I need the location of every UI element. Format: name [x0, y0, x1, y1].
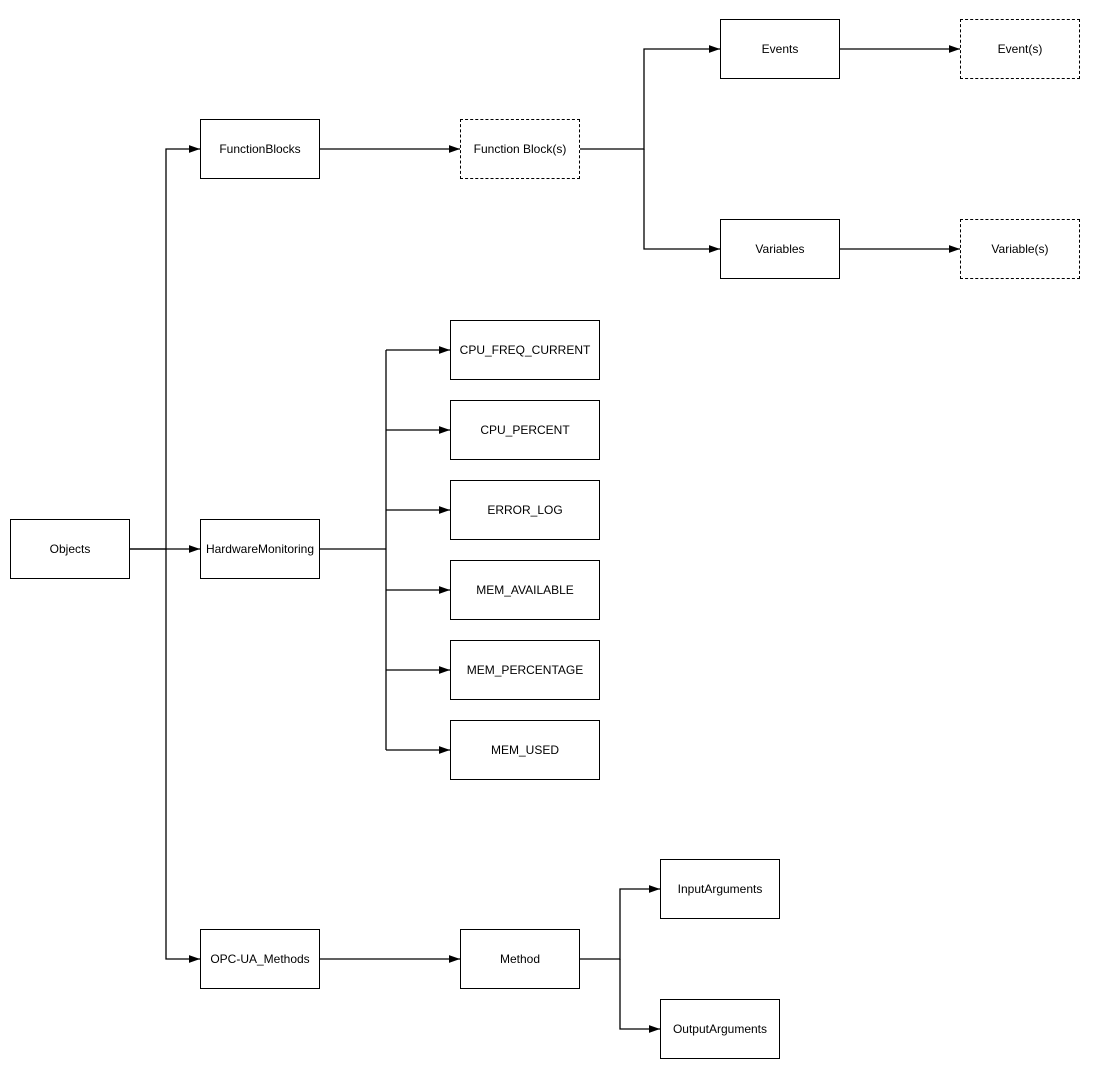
node-cpu-freq-current: CPU_FREQ_CURRENT: [450, 320, 600, 380]
node-label: Variable(s): [991, 241, 1049, 256]
node-input-arguments: InputArguments: [660, 859, 780, 919]
edge-objects-functionblocks: [130, 145, 200, 550]
edge-method-inputarguments: [580, 885, 660, 960]
edge-method-outputarguments: [619, 959, 660, 1033]
node-method: Method: [460, 929, 580, 989]
node-mem-used: MEM_USED: [450, 720, 600, 780]
node-label: OPC-UA_Methods: [210, 951, 310, 966]
node-label: MEM_AVAILABLE: [476, 582, 574, 597]
node-label: CPU_FREQ_CURRENT: [459, 342, 591, 357]
node-events: Events: [720, 19, 840, 79]
node-label: MEM_USED: [490, 742, 559, 757]
node-variables: Variables: [720, 219, 840, 279]
node-cpu-percent: CPU_PERCENT: [450, 400, 600, 460]
node-error-log: ERROR_LOG: [450, 480, 600, 540]
node-event-instance: Event(s): [960, 19, 1080, 79]
node-label: Variables: [755, 241, 805, 256]
node-output-arguments: OutputArguments: [660, 999, 780, 1059]
node-opc-ua-methods: OPC-UA_Methods: [200, 929, 320, 989]
node-label: CPU_PERCENT: [480, 422, 570, 437]
node-label: OutputArguments: [672, 1021, 768, 1036]
node-label: HardwareMonitoring: [205, 541, 315, 556]
edge-functionblock-variables: [643, 149, 720, 253]
node-function-block-instance: Function Block(s): [460, 119, 580, 179]
node-label: Event(s): [997, 41, 1043, 56]
node-variable-instance: Variable(s): [960, 219, 1080, 279]
node-function-blocks: FunctionBlocks: [200, 119, 320, 179]
node-label: Events: [761, 41, 799, 56]
edge-functionblock-events: [580, 45, 720, 150]
node-label: Objects: [49, 541, 91, 556]
node-label: Method: [499, 951, 541, 966]
node-label: ERROR_LOG: [487, 502, 563, 517]
edge-objects-opcuamethods: [165, 549, 200, 963]
node-objects: Objects: [10, 519, 130, 579]
node-label: Function Block(s): [473, 141, 567, 156]
node-label: FunctionBlocks: [219, 141, 301, 156]
node-mem-percentage: MEM_PERCENTAGE: [450, 640, 600, 700]
node-label: MEM_PERCENTAGE: [466, 662, 584, 677]
node-label: InputArguments: [677, 881, 763, 896]
node-hardware-monitoring: HardwareMonitoring: [200, 519, 320, 579]
node-mem-available: MEM_AVAILABLE: [450, 560, 600, 620]
